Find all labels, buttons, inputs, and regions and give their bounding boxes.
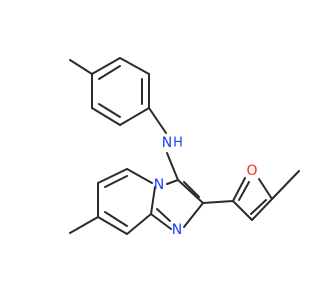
bond-c5-c6 xyxy=(97,168,128,184)
bond-tolyl-double-3 xyxy=(98,103,121,118)
bond-c8-c8a xyxy=(126,213,152,235)
structure-canvas: N H N N O xyxy=(69,57,300,238)
bond-c8a-n4 xyxy=(150,186,156,215)
furan-oxygen-label: O xyxy=(246,163,257,179)
atom-labels: N H N N O xyxy=(154,135,258,238)
bridgehead-nitrogen-label: N xyxy=(154,177,164,193)
imidazole-nitrogen-label: N xyxy=(172,222,182,238)
bond-imidazo-double-1 xyxy=(183,181,200,198)
bond-n4-c5 xyxy=(126,168,153,184)
bond-methyl-tolyl xyxy=(69,59,93,75)
nh-hydrogen-label: H xyxy=(173,136,183,151)
bond-tolyl-5 xyxy=(91,107,121,126)
bond-nh-c3 xyxy=(166,152,179,181)
bond-furan-3 xyxy=(251,198,273,221)
bond-tolyl-double-1 xyxy=(98,65,121,80)
bond-furan-4 xyxy=(232,200,253,221)
bond-n4-c3 xyxy=(166,179,179,185)
bond-tolyl-1 xyxy=(91,57,121,75)
bond-tolyl-nh xyxy=(148,107,167,134)
bond-furan-1 xyxy=(232,177,246,202)
bond-n1-c8a xyxy=(150,213,172,230)
bond-c7-c8 xyxy=(97,216,128,235)
bonds xyxy=(69,57,300,235)
bond-methyl-furan xyxy=(271,170,300,200)
bond-methyl-pyridine xyxy=(69,216,99,234)
chemical-structure-diagram: N H N N O xyxy=(69,57,300,238)
bond-pyridine-double-1 xyxy=(104,175,128,188)
bond-c3-c2 xyxy=(177,179,204,204)
bond-tolyl-2 xyxy=(119,57,150,75)
nh-nitrogen-label: N xyxy=(162,135,172,151)
bond-c2-furan xyxy=(202,200,234,204)
bond-furan-double-1 xyxy=(238,181,250,201)
bond-tolyl-4 xyxy=(119,107,150,126)
bond-c2-n1 xyxy=(183,202,204,228)
bond-pyridine-double-2 xyxy=(104,211,128,227)
bond-furan-2 xyxy=(258,178,273,200)
bond-furan-double-2 xyxy=(250,199,267,215)
bond-imidazo-double-2 xyxy=(156,208,171,222)
